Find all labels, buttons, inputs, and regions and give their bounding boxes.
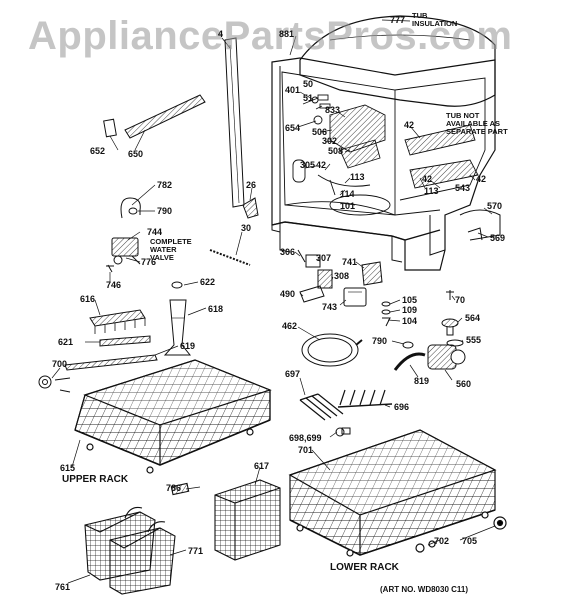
part-number-705: 705 — [462, 536, 478, 546]
part-number-881: 881 — [279, 29, 295, 39]
part-number-569: 569 — [490, 233, 506, 243]
part-number-617: 617 — [254, 461, 270, 471]
part-number-771: 771 — [188, 546, 204, 556]
part-number-305: 305 — [300, 160, 316, 170]
part-number-622: 622 — [200, 277, 216, 287]
note-tub-insulation: TUB INSULATION — [412, 12, 457, 28]
part-number-701: 701 — [298, 445, 314, 455]
part-number-744: 744 — [147, 227, 163, 237]
note-line: VALVE — [150, 252, 174, 262]
part-number-555: 555 — [466, 335, 482, 345]
note-line: AVAILABLE AS — [446, 118, 501, 128]
part-number-777: 777 — [390, 15, 406, 25]
part-number-4: 4 — [218, 29, 224, 39]
part-number-306: 306 — [280, 247, 296, 257]
part-number-30: 30 — [241, 223, 252, 233]
part-number-42-a: 42 — [404, 120, 415, 130]
part-number-308: 308 — [334, 271, 350, 281]
part-number-302: 302 — [322, 136, 338, 146]
part-number-790-a: 790 — [157, 206, 173, 216]
part-number-462: 462 — [282, 321, 298, 331]
part-number-782: 782 — [157, 180, 173, 190]
part-number-616: 616 — [80, 294, 96, 304]
part-number-50: 50 — [303, 79, 314, 89]
note-complete-water-valve: COMPLETE WATER VALVE — [150, 238, 192, 262]
part-number-702: 702 — [434, 536, 450, 546]
note-line: TUB NOT — [446, 111, 480, 120]
part-number-652: 652 — [90, 146, 106, 156]
part-number-564: 564 — [465, 313, 481, 323]
part-number-70: 70 — [455, 295, 466, 305]
leader-lines — [51, 19, 496, 584]
part-number-654: 654 — [285, 123, 301, 133]
part-number-114: 114 — [340, 189, 355, 199]
upper-rack-drawing — [74, 359, 272, 474]
part-number-786: 786 — [166, 483, 182, 493]
part-number-113-b: 113 — [424, 186, 439, 196]
lower-rack-drawing — [288, 429, 507, 557]
part-number-790-b: 790 — [372, 336, 388, 346]
note-line: WATER — [150, 244, 177, 254]
part-number-560: 560 — [456, 379, 472, 389]
tub-interior-parts — [292, 94, 501, 241]
part-number-833: 833 — [325, 105, 341, 115]
part-number-401: 401 — [285, 85, 301, 95]
part-number-508: 508 — [328, 146, 344, 156]
part-number-570: 570 — [487, 201, 503, 211]
part-number-104: 104 — [402, 316, 418, 326]
part-number-307: 307 — [316, 253, 332, 263]
part-number-615: 615 — [60, 463, 76, 473]
part-number-506: 506 — [312, 127, 328, 137]
part-number-650: 650 — [128, 149, 144, 159]
part-number-51: 51 — [303, 93, 314, 103]
basket-drawings — [84, 479, 281, 595]
part-number-741: 741 — [342, 257, 358, 267]
part-number-761: 761 — [55, 582, 71, 592]
watermark-text: AppliancePartsPros.com — [28, 14, 513, 58]
part-number-746: 746 — [106, 280, 122, 290]
left-small-parts — [38, 37, 259, 393]
part-number-819: 819 — [414, 376, 430, 386]
part-number-105: 105 — [402, 295, 418, 305]
part-number-109: 109 — [402, 305, 418, 315]
part-number-42-b: 42 — [316, 160, 327, 170]
part-number-101: 101 — [340, 201, 356, 211]
note-line: TUB — [412, 11, 428, 20]
part-number-490: 490 — [280, 289, 296, 299]
upper-rack-label: UPPER RACK — [62, 474, 129, 485]
part-number-26: 26 — [246, 180, 257, 190]
mid-parts — [297, 249, 466, 437]
art-number: (ART NO. WD8030 C11) — [380, 585, 469, 594]
part-number-543: 543 — [455, 183, 471, 193]
note-tub-not-available: TUB NOT AVAILABLE AS SEPARATE PART — [446, 112, 508, 136]
lower-rack-label: LOWER RACK — [330, 562, 399, 573]
tub — [271, 15, 496, 271]
note-line: SEPARATE PART — [446, 126, 508, 136]
part-number-113-a: 113 — [350, 172, 365, 182]
part-number-621: 621 — [58, 337, 74, 347]
part-number-42-d: 42 — [476, 174, 487, 184]
part-number-776: 776 — [141, 257, 157, 267]
note-line: COMPLETE — [150, 237, 192, 246]
note-line: INSULATION — [412, 18, 458, 28]
part-number-743: 743 — [322, 302, 338, 312]
part-number-698-699: 698,699 — [289, 433, 322, 443]
part-number-697: 697 — [285, 369, 301, 379]
part-number-618: 618 — [208, 304, 224, 314]
part-number-619: 619 — [180, 341, 196, 351]
part-number-700: 700 — [52, 359, 68, 369]
part-number-42-c: 42 — [422, 174, 433, 184]
part-number-696: 696 — [394, 402, 410, 412]
